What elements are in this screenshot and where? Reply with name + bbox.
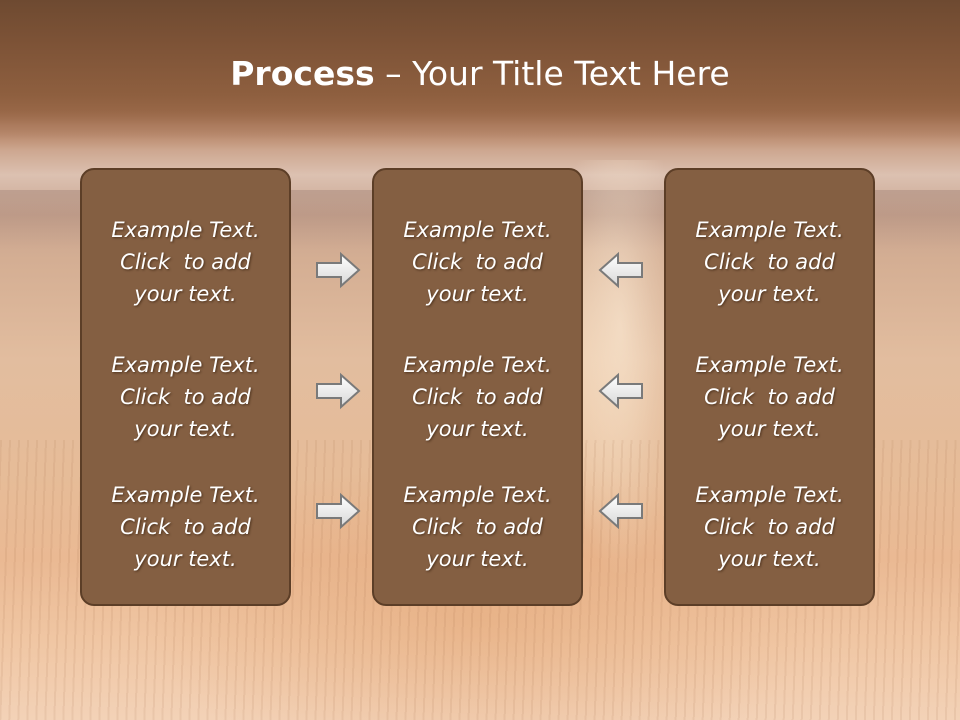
right-arrow-icon <box>316 492 361 530</box>
text-line: your text. <box>426 282 529 306</box>
text-placeholder[interactable]: Example Text. Click to add your text. <box>666 479 873 575</box>
process-panel-left: Example Text. Click to add your text. Ex… <box>80 168 291 606</box>
text-line: Example Text. <box>111 483 260 507</box>
text-line: Example Text. <box>695 483 844 507</box>
title-rest: – Your Title Text Here <box>374 54 730 93</box>
text-placeholder[interactable]: Example Text. Click to add your text. <box>82 214 289 310</box>
text-line: Click to add <box>120 250 251 274</box>
text-placeholder[interactable]: Example Text. Click to add your text. <box>82 349 289 445</box>
text-line: Example Text. <box>403 218 552 242</box>
text-placeholder[interactable]: Example Text. Click to add your text. <box>666 349 873 445</box>
text-line: your text. <box>718 282 821 306</box>
title-bold: Process <box>230 54 375 93</box>
text-line: your text. <box>426 547 529 571</box>
text-line: Example Text. <box>403 353 552 377</box>
left-arrow-icon <box>598 372 643 410</box>
text-placeholder[interactable]: Example Text. Click to add your text. <box>374 349 581 445</box>
text-line: Example Text. <box>695 353 844 377</box>
text-placeholder[interactable]: Example Text. Click to add your text. <box>82 479 289 575</box>
text-line: your text. <box>134 282 237 306</box>
text-line: Example Text. <box>111 218 260 242</box>
process-panel-right: Example Text. Click to add your text. Ex… <box>664 168 875 606</box>
text-line: Click to add <box>120 385 251 409</box>
left-arrow-icon <box>598 251 643 289</box>
title-band <box>0 0 960 150</box>
text-line: your text. <box>718 417 821 441</box>
right-arrow-icon <box>316 372 361 410</box>
text-line: Example Text. <box>695 218 844 242</box>
text-line: Click to add <box>704 250 835 274</box>
text-placeholder[interactable]: Example Text. Click to add your text. <box>374 214 581 310</box>
left-arrow-icon <box>598 492 643 530</box>
slide-title[interactable]: Process – Your Title Text Here <box>0 52 960 96</box>
text-line: Click to add <box>704 515 835 539</box>
text-line: Click to add <box>704 385 835 409</box>
text-line: Example Text. <box>111 353 260 377</box>
text-line: your text. <box>718 547 821 571</box>
text-line: your text. <box>426 417 529 441</box>
right-arrow-icon <box>316 251 361 289</box>
text-line: Example Text. <box>403 483 552 507</box>
text-line: your text. <box>134 417 237 441</box>
text-line: your text. <box>134 547 237 571</box>
text-line: Click to add <box>120 515 251 539</box>
process-panel-center: Example Text. Click to add your text. Ex… <box>372 168 583 606</box>
text-line: Click to add <box>412 515 543 539</box>
text-line: Click to add <box>412 250 543 274</box>
text-line: Click to add <box>412 385 543 409</box>
text-placeholder[interactable]: Example Text. Click to add your text. <box>666 214 873 310</box>
text-placeholder[interactable]: Example Text. Click to add your text. <box>374 479 581 575</box>
